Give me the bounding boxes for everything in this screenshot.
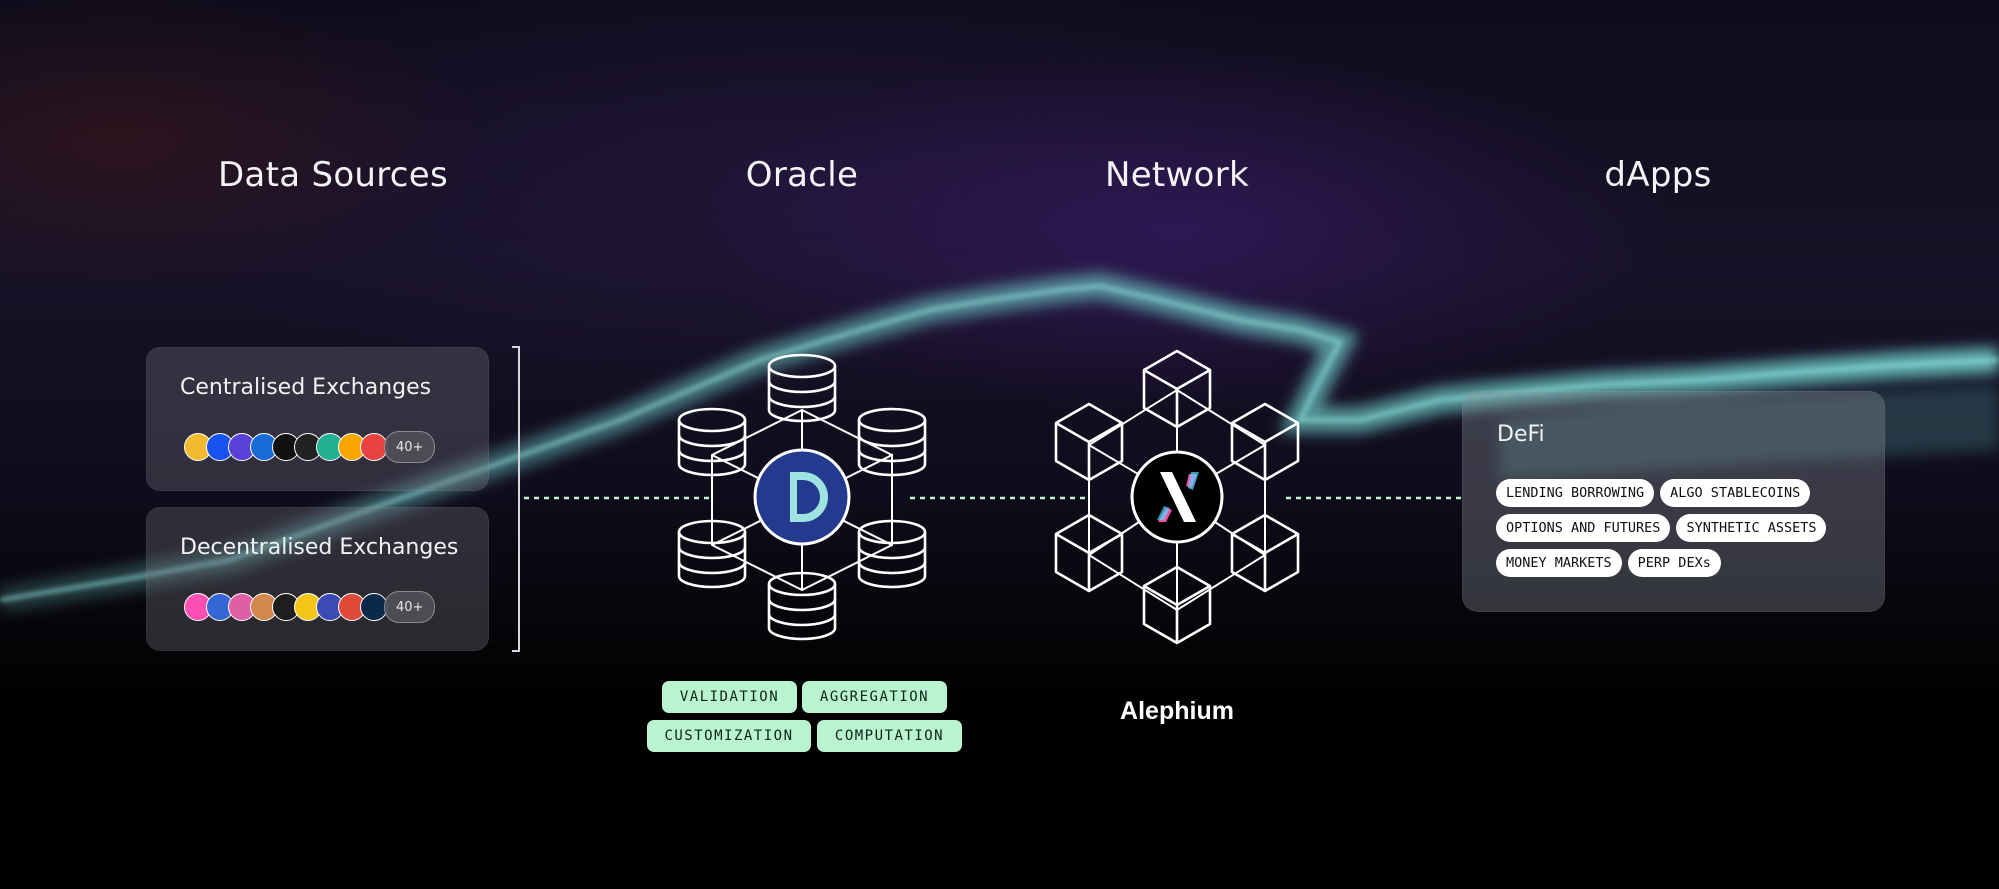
decentralised-exchanges-card: Decentralised Exchanges 40+ [146, 507, 489, 651]
defi-pill-row: LENDING BORROWING ALGO STABLECOINS [1496, 479, 1811, 507]
bancor-icon [360, 593, 388, 621]
block-cube-icon [1230, 402, 1300, 482]
heading-dapps: dApps [1604, 155, 1712, 195]
defi-pill-row: OPTIONS AND FUTURES SYNTHETIC ASSETS [1496, 514, 1827, 542]
block-cube-icon [1054, 402, 1124, 482]
tag-aggregation: AGGREGATION [802, 681, 947, 713]
oracle-node-graphic [677, 353, 927, 641]
kucoin-icon [316, 433, 344, 461]
heading-network: Network [1104, 155, 1250, 195]
heading-oracle: Oracle [745, 155, 859, 195]
network-node-graphic [1054, 349, 1300, 645]
centralised-exchanges-title: Centralised Exchanges [180, 375, 432, 400]
tag-validation: VALIDATION [662, 681, 797, 713]
defi-card: DeFi LENDING BORROWING ALGO STABLECOINS … [1462, 391, 1885, 612]
centralised-exchange-logos: 40+ [184, 431, 436, 463]
pill-options-and-futures: OPTIONS AND FUTURES [1496, 514, 1671, 542]
decentralised-more-badge: 40+ [384, 591, 436, 623]
database-icon [767, 353, 837, 423]
oracle-logo-icon [753, 448, 851, 546]
dodo-icon [294, 593, 322, 621]
pill-lending-borrowing: LENDING BORROWING [1496, 479, 1655, 507]
centralised-exchanges-card: Centralised Exchanges 40+ [146, 347, 489, 491]
mexc-icon [360, 433, 388, 461]
sources-bracket [512, 346, 520, 652]
defi-pill-row: MONEY MARKETS PERP DEXs [1496, 549, 1721, 577]
decentralised-exchanges-title: Decentralised Exchanges [180, 535, 459, 560]
bybit-icon [294, 433, 322, 461]
pill-algo-stablecoins: ALGO STABLECOINS [1660, 479, 1811, 507]
database-icon [677, 407, 747, 477]
block-cube-icon [1142, 349, 1212, 429]
network-name: Alephium [1120, 697, 1234, 725]
database-icon [857, 407, 927, 477]
defi-title: DeFi [1497, 422, 1545, 447]
tag-computation: COMPUTATION [817, 720, 962, 752]
tag-customization: CUSTOMIZATION [647, 720, 811, 752]
centralised-more-badge: 40+ [384, 431, 436, 463]
pill-money-markets: MONEY MARKETS [1496, 549, 1622, 577]
heading-data-sources: Data Sources [217, 155, 449, 195]
pill-synthetic-assets: SYNTHETIC ASSETS [1676, 514, 1827, 542]
pill-perp-dexs: PERP DEXs [1627, 549, 1721, 577]
decentralised-exchange-logos: 40+ [184, 591, 436, 623]
